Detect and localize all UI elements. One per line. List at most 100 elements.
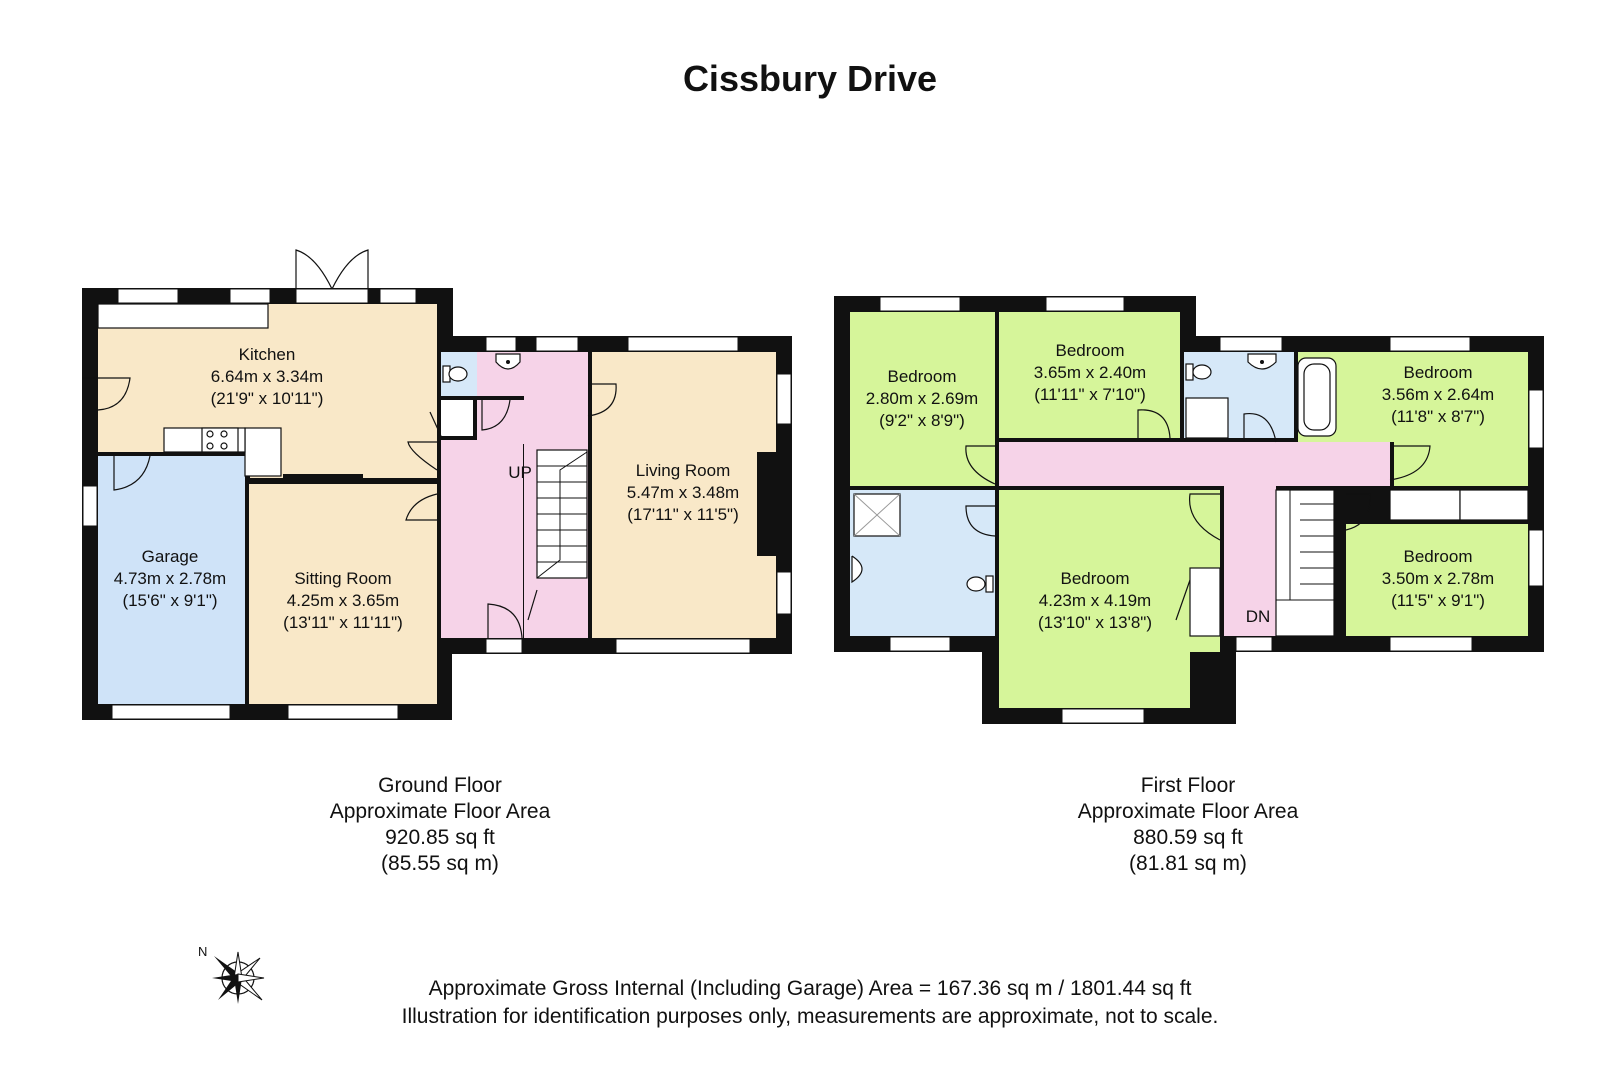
kitchen-hall-door [407,441,438,471]
ff-cupboard-3 [1459,489,1529,521]
kitchen-french-doors [295,288,369,304]
plan-title: Cissbury Drive [682,58,938,99]
bedroom-2-label: Bedroom 3.65m x 2.40m (11'11" x 7'10") [1034,341,1146,404]
sitting-top-wall-thick [283,474,363,484]
front-door-gap [485,638,523,654]
ff-wall-b [850,486,999,490]
bed5-window-right [1528,529,1544,587]
kitchen-garage-wall [98,452,249,456]
bed2-window [1045,296,1125,312]
first-floor-plan: DN Bedroom 2.80m x 2.69m (9'2" x 8'9") B… [834,296,1544,724]
living-window-top [627,336,739,352]
ff-wall-d [999,438,1184,442]
wc-side-wall [473,400,477,440]
shower-room-toilet-icon [966,575,994,593]
shower-window [889,636,951,652]
ground-floor-plan: UP Kitchen 6.64m x 3.34m (21'9" x 10'11"… [82,249,792,720]
kitchen-hall-wall [437,304,441,704]
room-bedroom-1 [850,312,995,486]
basin-icon [495,353,521,370]
bed3-window-top [1389,336,1471,352]
sitting-room-label: Sitting Room 4.25m x 3.65m (13'11" x 11'… [283,569,403,632]
bedroom-4-name: Bedroom [1061,569,1130,588]
ground-stairs-label: UP [508,463,532,482]
ground-floor-area-sqm: (85.55 sq m) [381,852,499,875]
toilet-icon [442,365,468,383]
bedroom-1-imperial: (9'2" x 8'9") [879,411,965,430]
hall-lower [441,444,523,638]
bedroom-5-name: Bedroom [1404,547,1473,566]
bedroom-3-metric: 3.56m x 2.64m [1382,385,1494,404]
sitting-window [287,704,399,720]
living-window-bottom [615,638,751,654]
footer-notes: Approximate Gross Internal (Including Ga… [0,975,1620,1031]
front-door [487,603,523,639]
first-floor-area-label: First Floor Approximate Floor Area 880.5… [1008,773,1368,877]
compass-north-label: N [198,944,207,959]
bedroom-4-imperial: (13'10" x 13'8") [1038,613,1152,632]
under-stairs-door [527,589,538,621]
cupboard-door-ff [1175,579,1191,621]
disclaimer-note: Illustration for identification purposes… [401,1005,1219,1028]
ff-toilet-icon [1185,363,1212,381]
bedroom-1-name: Bedroom [888,367,957,386]
wc-window [485,336,517,352]
bedroom-5-imperial: (11'5" x 9'1") [1391,591,1485,610]
bedroom-3-label: Bedroom 3.56m x 2.64m (11'8" x 8'7") [1382,363,1494,426]
bedroom-1-label: Bedroom 2.80m x 2.69m (9'2" x 8'9") [866,367,978,430]
ff-stack-block [1190,652,1236,724]
first-stairs [1275,489,1335,637]
room-garage [98,456,245,704]
bed1-door [965,445,996,485]
first-floor-area-sqft: 880.59 sq ft [1133,826,1243,849]
garage-imperial: (15'6" x 9'1") [122,591,217,610]
wc-door [481,399,511,431]
bedroom-3-imperial: (11'8" x 8'7") [1391,407,1485,426]
bed2-door [1137,409,1171,439]
ff-cupboard-4 [1189,567,1221,637]
ff-wall-c [999,486,1224,490]
sitting-hall-door [405,493,438,521]
ground-floor-name: Ground Floor [378,774,502,797]
bath-window [1219,336,1283,352]
kitchen-name: Kitchen [239,345,296,364]
garage-door [111,704,231,720]
bed3-window-right [1528,389,1544,449]
room-bedroom-5 [1346,524,1528,636]
ff-wall-f [1294,352,1298,442]
kitchen-label: Kitchen 6.64m x 3.34m (21'9" x 10'11") [211,345,324,408]
bedroom-5-label: Bedroom 3.50m x 2.78m (11'5" x 9'1") [1382,547,1494,610]
ff-wall-h [1220,486,1224,636]
sitting-room-imperial: (13'11" x 11'11") [283,613,403,632]
bath-door [1243,412,1277,443]
garage-name: Garage [142,547,199,566]
bed1-window [879,296,961,312]
bedroom-3-name: Bedroom [1404,363,1473,382]
kitchen-imperial: (21'9" x 10'11") [211,389,324,408]
first-stairs-label: DN [1246,607,1271,626]
garage-metric: 4.73m x 2.78m [114,569,226,588]
bedroom-2-imperial: (11'11" x 7'10") [1034,385,1146,404]
shower-room-basin-icon [851,555,863,584]
shower-tray-icon [853,493,901,537]
ff-cupboard-2 [1389,489,1461,521]
ff-wall-a [995,312,999,636]
bedroom-4-metric: 4.23m x 4.19m [1039,591,1151,610]
bed4-door [1188,493,1221,541]
bed3-door [1389,445,1431,481]
ff-wall-j [1342,486,1346,636]
shower-door [965,505,996,537]
living-room-metric: 5.47m x 3.48m [627,483,739,502]
kitchen-metric: 6.64m x 3.34m [211,367,323,386]
bed5-door [1345,493,1371,531]
living-room-imperial: (17'11" x 11'5") [627,505,739,524]
bed4-window [1061,708,1145,724]
first-floor-name: First Floor [1140,774,1236,797]
ground-stairs [536,449,588,579]
landing-window [1235,636,1273,652]
compass-icon: N [198,944,265,1004]
first-landing [999,442,1390,636]
garage-sitting-wall [245,456,249,704]
ground-floor-area-title: Approximate Floor Area [329,800,551,823]
